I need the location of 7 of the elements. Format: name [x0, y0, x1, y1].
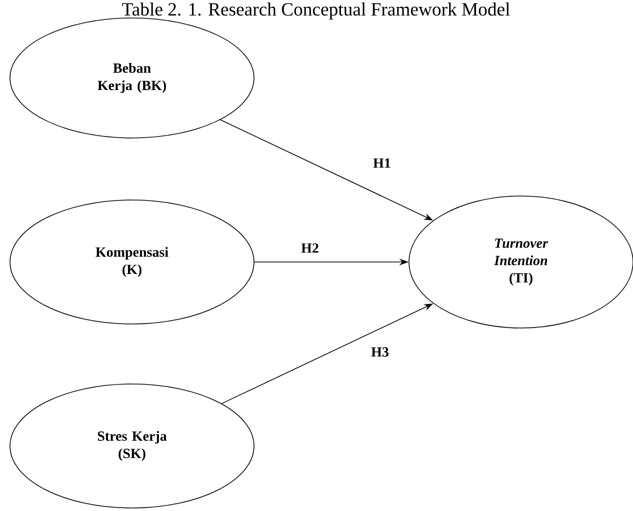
- edge-label: H2: [301, 243, 318, 253]
- ellipse-node: Stres Kerja (SK): [10, 384, 254, 508]
- edge-label: H3: [371, 347, 388, 357]
- edge-label: H1: [373, 158, 390, 168]
- ellipse-node: Beban Kerja (BK): [10, 18, 254, 138]
- title: Table 2. 1. Research Conceptual Framework Model: [122, 2, 510, 20]
- ellipse-node: Kompensasi (K): [10, 200, 254, 324]
